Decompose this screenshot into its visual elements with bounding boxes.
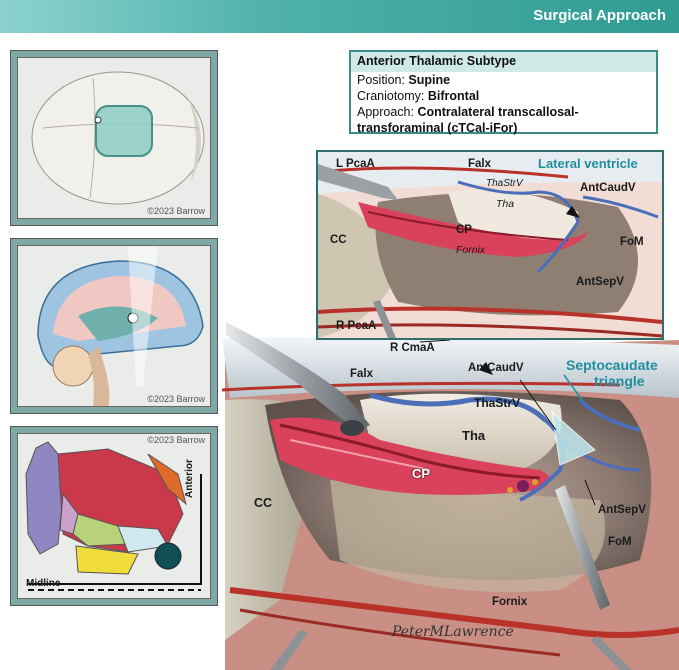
inset-antsepv: AntSepV [576,276,624,288]
inset-lateral-ventricle: Lateral ventricle [538,156,638,171]
thalamostriate-vein [369,392,547,422]
left-retractor [226,322,370,430]
main-cc: CC [254,496,273,510]
septocaudate-arrow-icon [479,362,493,375]
septocaudate-triangle [551,410,596,466]
main-thastrv: ThaStrV [474,396,521,410]
inset-l-pcaa: L PcaA [336,158,375,170]
skull-panel: ©2023 Barrow [10,50,218,226]
main-antcaudv: AntCaudV [468,362,524,374]
approach-row: Approach: Contralateral transcallosal- [351,104,656,120]
region-panel: ©2023 Barrow Anterior Midline [10,426,218,606]
craniotomy-label: Craniotomy: [357,89,428,103]
inset-drawing [318,152,662,338]
inset-fom: FoM [620,236,644,248]
info-title: Anterior Thalamic Subtype [351,52,656,72]
craniotomy-row: Craniotomy: Bifrontal [351,88,656,104]
inset-falx: Falx [468,158,492,170]
inset-r-pcaa: R PcaA [336,320,377,332]
skull-illustration [31,71,205,205]
header-bar: Surgical Approach [0,0,679,33]
inset-thastrv: ThaStrV [486,178,523,189]
page-title: Surgical Approach [533,7,666,24]
main-r-cmaa: R CmaA [390,342,435,354]
right-instrument [555,485,610,610]
callosomarginal-artery [229,587,679,638]
pericallosal-artery [221,381,621,392]
inset-cp: CP [456,224,472,236]
anterior-label: Anterior [184,459,195,498]
craniotomy-window [95,105,153,157]
main-fom: FoM [608,536,632,548]
midline-label: Midline [26,578,61,589]
craniotomy-value: Bifrontal [427,89,480,103]
approach-value-1: Contralateral transcallosal- [417,105,579,119]
brain-panel-inner: ©2023 Barrow [17,245,211,407]
approach-label: Approach: [357,105,418,119]
lesion-marker [517,480,529,492]
inset-illustration: L PcaA Falx Lateral ventricle ThaStrV An… [316,150,664,340]
subtype-info-box: Anterior Thalamic Subtype Position: Supi… [349,50,658,136]
position-row: Position: Supine [351,72,656,88]
main-antsepv: AntSepV [598,504,646,516]
anterior-caudate-vein [578,398,641,432]
main-falx: Falx [350,368,374,380]
main-fornix: Fornix [492,596,528,608]
approach-value-2: transforaminal (cTCal-iFor) [357,121,518,135]
main-septocaudate-2: triangle [594,373,645,389]
skull-copyright: ©2023 Barrow [147,206,205,216]
skull-panel-inner: ©2023 Barrow [17,57,211,219]
inset-cc: CC [330,234,347,246]
position-label: Position: [357,73,409,87]
brain-copyright: ©2023 Barrow [147,394,205,404]
inset-tha: Tha [496,198,515,210]
main-septocaudate-1: Septocaudate [566,357,658,373]
inset-arrow-icon [566,206,580,218]
brain-panel: ©2023 Barrow [10,238,218,414]
target-region-marker [154,542,182,570]
brain-sagittal-illustration [37,246,204,406]
main-tha: Tha [462,428,486,443]
approach-row-2: transforaminal (cTCal-iFor) [351,120,656,136]
region-panel-inner: ©2023 Barrow Anterior Midline [17,433,211,599]
fornix-region [330,480,605,592]
region-map-illustration [25,441,202,591]
region-copyright: ©2023 Barrow [147,435,205,445]
inset-antcaudv: AntCaudV [580,182,636,194]
inset-fornix: Fornix [456,244,486,256]
artist-signature: PeterMLawrence [392,624,514,640]
position-value: Supine [408,73,451,87]
main-cp: CP [412,466,431,481]
